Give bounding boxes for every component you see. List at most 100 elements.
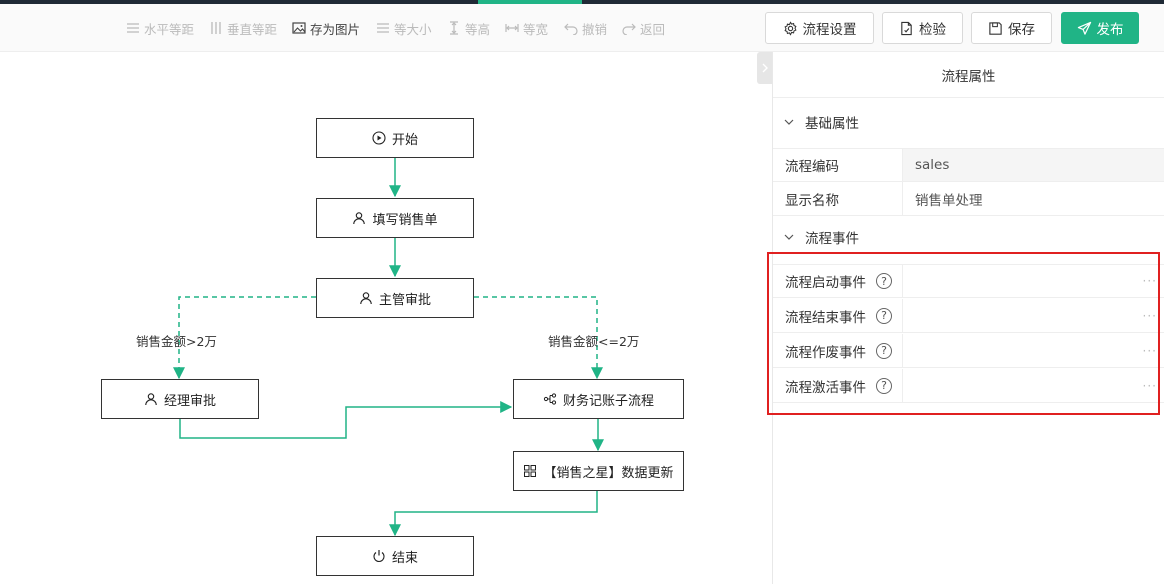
section-title: 基础属性	[805, 116, 859, 132]
toolbar-label: 等宽	[523, 21, 549, 37]
row-key: 流程结束事件?	[773, 299, 903, 332]
start-event-field[interactable]: ···	[903, 265, 1164, 297]
flow-canvas[interactable]: 开始 填写销售单 主管审批 经理审批 财务记账子流程 【销售之星】数据更新 结束…	[0, 52, 772, 584]
properties-panel: 流程属性 基础属性 流程编码 sales 显示名称 销售单处理 流程事件 流程启…	[772, 52, 1164, 584]
activate-event-field[interactable]: ···	[903, 369, 1164, 402]
undo-icon	[564, 23, 578, 35]
toolbar-same-size[interactable]: 等大小	[376, 4, 432, 52]
edge-label-under-20k: 销售金额<=2万	[548, 334, 640, 349]
panel-title: 流程属性	[773, 52, 1164, 98]
help-icon[interactable]: ?	[876, 342, 892, 359]
active-tab-indicator	[478, 0, 582, 4]
toolbar-label: 存为图片	[310, 21, 361, 37]
node-data-update[interactable]: 【销售之星】数据更新	[513, 451, 684, 491]
section-title: 流程事件	[805, 231, 859, 247]
node-label: 填写销售单	[372, 212, 438, 228]
toolbar-horizontal-spacing[interactable]: 水平等距	[126, 4, 194, 52]
chevron-right-icon	[762, 63, 768, 73]
toolbar-label: 等大小	[394, 21, 432, 37]
node-label: 结束	[391, 550, 418, 566]
send-icon	[1077, 21, 1091, 35]
event-label: 流程启动事件	[785, 275, 866, 291]
more-icon[interactable]: ···	[1142, 308, 1157, 323]
section-events-header[interactable]: 流程事件	[773, 217, 1164, 257]
user-icon	[145, 393, 157, 406]
toolbar-label: 等高	[465, 21, 491, 37]
edge-manager-finance[interactable]	[179, 401, 513, 439]
node-label: 主管审批	[378, 292, 431, 308]
check-button[interactable]: 检验	[882, 12, 963, 44]
flow-code-field: sales	[903, 149, 1164, 181]
same-width-icon	[505, 24, 519, 32]
more-icon[interactable]: ···	[1142, 378, 1157, 393]
publish-label: 发布	[1096, 22, 1124, 38]
node-label: 【销售之星】数据更新	[543, 465, 674, 481]
chevron-down-icon	[784, 119, 794, 125]
play-circle-icon	[372, 131, 386, 145]
flow-edges	[173, 157, 604, 537]
event-label: 流程激活事件	[785, 379, 866, 396]
toolbar-vertical-spacing[interactable]: 垂直等距	[209, 4, 277, 52]
save-button[interactable]: 保存	[971, 12, 1052, 44]
user-icon	[353, 212, 366, 225]
row-end-event: 流程结束事件? ···	[773, 299, 1164, 333]
grid-icon	[524, 465, 537, 477]
void-event-field[interactable]: ···	[903, 334, 1164, 367]
help-icon[interactable]: ?	[876, 273, 892, 289]
toolbar: 水平等距 垂直等距 存为图片 等大小 等高 等宽 撤销 返回 流程设置 检验 保…	[0, 4, 1164, 52]
edge-update-end[interactable]	[389, 491, 598, 537]
node-fill-sales-form[interactable]: 填写销售单	[316, 198, 474, 238]
toolbar-same-width[interactable]: 等宽	[505, 4, 548, 52]
node-manager-approval[interactable]: 经理审批	[101, 379, 259, 419]
align-vertical-icon	[211, 22, 221, 34]
edge-supervisor-finance[interactable]	[474, 296, 603, 380]
more-icon[interactable]: ···	[1142, 274, 1157, 288]
more-icon[interactable]: ···	[1142, 343, 1157, 358]
row-flow-code: 流程编码 sales	[773, 148, 1164, 182]
panel-collapse-handle[interactable]	[757, 52, 772, 84]
align-horizontal-icon	[127, 23, 139, 33]
node-end[interactable]: 结束	[316, 536, 474, 576]
chevron-down-icon	[784, 234, 794, 240]
help-icon[interactable]: ?	[876, 377, 892, 394]
row-key: 流程启动事件?	[773, 265, 903, 297]
user-icon	[360, 292, 372, 305]
node-supervisor-approval[interactable]: 主管审批	[316, 278, 474, 318]
save-label: 保存	[1008, 22, 1035, 38]
toolbar-label: 返回	[640, 21, 666, 37]
toolbar-same-height[interactable]: 等高	[447, 4, 490, 52]
save-icon	[989, 21, 1002, 35]
redo-icon	[622, 23, 636, 35]
edge-label-over-20k: 销售金额>2万	[136, 334, 217, 349]
section-basic-header[interactable]: 基础属性	[773, 102, 1164, 142]
row-key: 流程编码	[773, 149, 903, 181]
same-height-icon	[450, 21, 458, 35]
gear-icon	[783, 20, 797, 36]
display-name-field[interactable]: 销售单处理	[915, 192, 983, 209]
node-finance-subprocess[interactable]: 财务记账子流程	[513, 379, 684, 419]
event-label: 流程作废事件	[785, 344, 866, 361]
toolbar-save-image[interactable]: 存为图片	[292, 4, 360, 52]
help-icon[interactable]: ?	[876, 307, 892, 324]
node-start[interactable]: 开始	[316, 118, 474, 158]
toolbar-undo[interactable]: 撤销	[564, 4, 607, 52]
edge-supervisor-manager[interactable]	[173, 296, 316, 380]
row-key: 流程作废事件?	[773, 334, 903, 367]
toolbar-redo[interactable]: 返回	[622, 4, 665, 52]
flow-settings-button[interactable]: 流程设置	[765, 12, 874, 44]
event-label: 流程结束事件	[785, 309, 866, 326]
row-start-event: 流程启动事件? ···	[773, 264, 1164, 298]
row-key: 显示名称	[773, 182, 903, 215]
toolbar-label: 水平等距	[144, 21, 195, 37]
toolbar-label: 撤销	[582, 21, 608, 37]
power-icon	[373, 550, 385, 563]
check-label: 检验	[919, 22, 946, 38]
toolbar-label: 垂直等距	[227, 21, 278, 37]
end-event-field[interactable]: ···	[903, 299, 1164, 332]
flow-settings-label: 流程设置	[802, 22, 857, 38]
node-label: 经理审批	[163, 393, 216, 409]
row-activate-event: 流程激活事件? ···	[773, 369, 1164, 403]
row-void-event: 流程作废事件? ···	[773, 334, 1164, 368]
publish-button[interactable]: 发布	[1061, 12, 1139, 44]
row-key: 流程激活事件?	[773, 369, 903, 402]
